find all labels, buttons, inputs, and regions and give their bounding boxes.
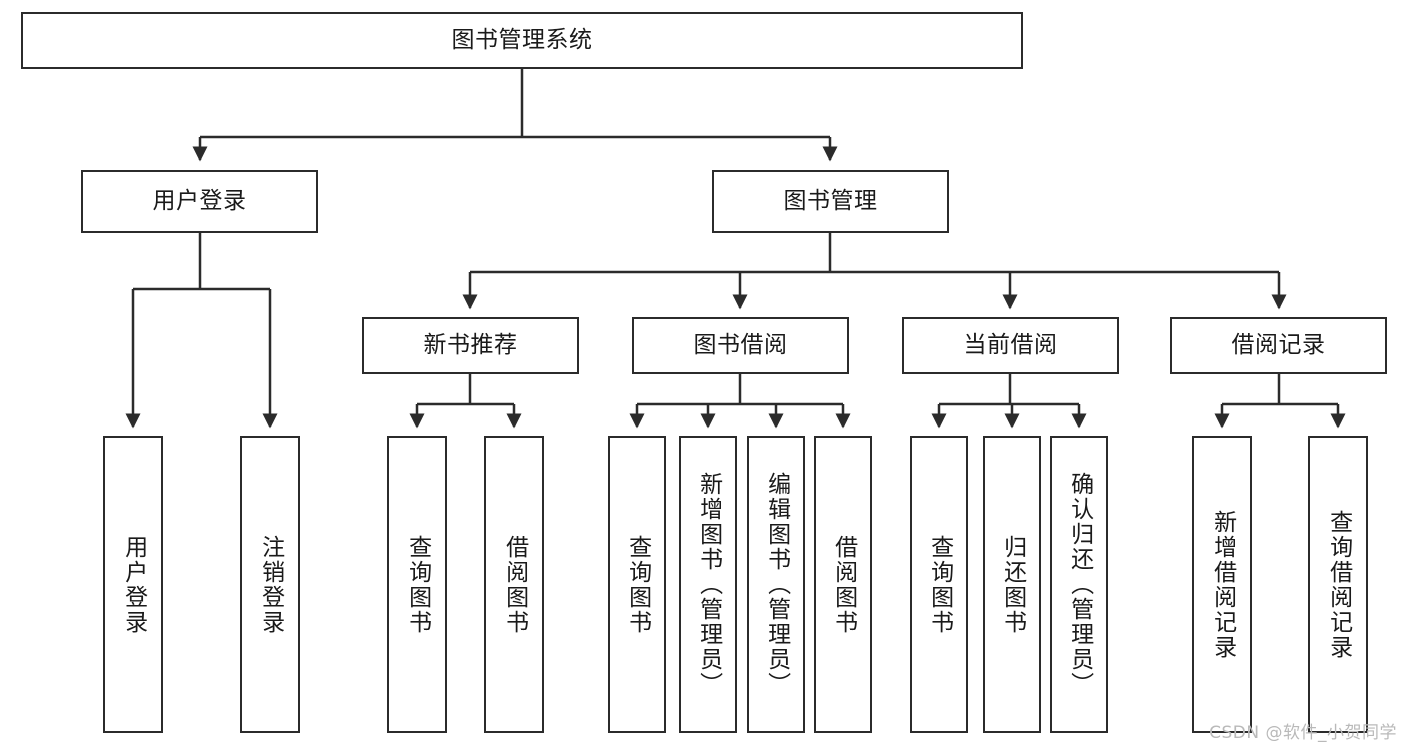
leaf-return-book[interactable]: 归还图书	[983, 436, 1041, 733]
leaf-query-book-borrow[interactable]: 查询图书	[608, 436, 666, 733]
node-label: 借阅图书	[830, 534, 857, 635]
node-book-borrow[interactable]: 图书借阅	[632, 317, 849, 374]
leaf-logout[interactable]: 注销登录	[240, 436, 300, 733]
leaf-query-borrow-record[interactable]: 查询借阅记录	[1308, 436, 1368, 733]
node-new-book-recommend[interactable]: 新书推荐	[362, 317, 579, 374]
node-label: 确认归还（管理员）	[1066, 472, 1093, 697]
leaf-confirm-return-admin[interactable]: 确认归还（管理员）	[1050, 436, 1108, 733]
node-user-login[interactable]: 用户登录	[81, 170, 318, 233]
node-label: 新书推荐	[423, 331, 518, 358]
node-current-borrow[interactable]: 当前借阅	[902, 317, 1119, 374]
node-label: 图书管理系统	[451, 26, 593, 53]
node-book-management[interactable]: 图书管理	[712, 170, 949, 233]
node-label: 用户登录	[120, 534, 147, 635]
node-label: 查询借阅记录	[1325, 509, 1352, 660]
node-label: 查询图书	[624, 534, 651, 635]
node-label: 新增借阅记录	[1209, 509, 1236, 660]
node-borrow-record[interactable]: 借阅记录	[1170, 317, 1387, 374]
watermark: CSDN @软件_小贺同学	[1209, 723, 1397, 743]
node-label: 编辑图书（管理员）	[763, 472, 790, 697]
node-label: 借阅记录	[1231, 331, 1326, 358]
leaf-borrow-book[interactable]: 借阅图书	[814, 436, 872, 733]
leaf-query-book-current[interactable]: 查询图书	[910, 436, 968, 733]
node-label: 注销登录	[257, 534, 284, 635]
node-label: 图书借阅	[693, 331, 788, 358]
node-label: 用户登录	[152, 187, 247, 214]
node-label: 查询图书	[926, 534, 953, 635]
node-label: 图书管理	[783, 187, 878, 214]
leaf-add-borrow-record[interactable]: 新增借阅记录	[1192, 436, 1252, 733]
leaf-edit-book-admin[interactable]: 编辑图书（管理员）	[747, 436, 805, 733]
leaf-borrow-book-newbook[interactable]: 借阅图书	[484, 436, 544, 733]
leaf-user-login[interactable]: 用户登录	[103, 436, 163, 733]
leaf-query-book-newbook[interactable]: 查询图书	[387, 436, 447, 733]
node-label: 新增图书（管理员）	[695, 472, 722, 697]
node-label: 查询图书	[404, 534, 431, 635]
node-label: 归还图书	[999, 534, 1026, 635]
node-label: 当前借阅	[963, 331, 1058, 358]
leaf-add-book-admin[interactable]: 新增图书（管理员）	[679, 436, 737, 733]
node-label: 借阅图书	[501, 534, 528, 635]
node-root[interactable]: 图书管理系统	[21, 12, 1023, 69]
